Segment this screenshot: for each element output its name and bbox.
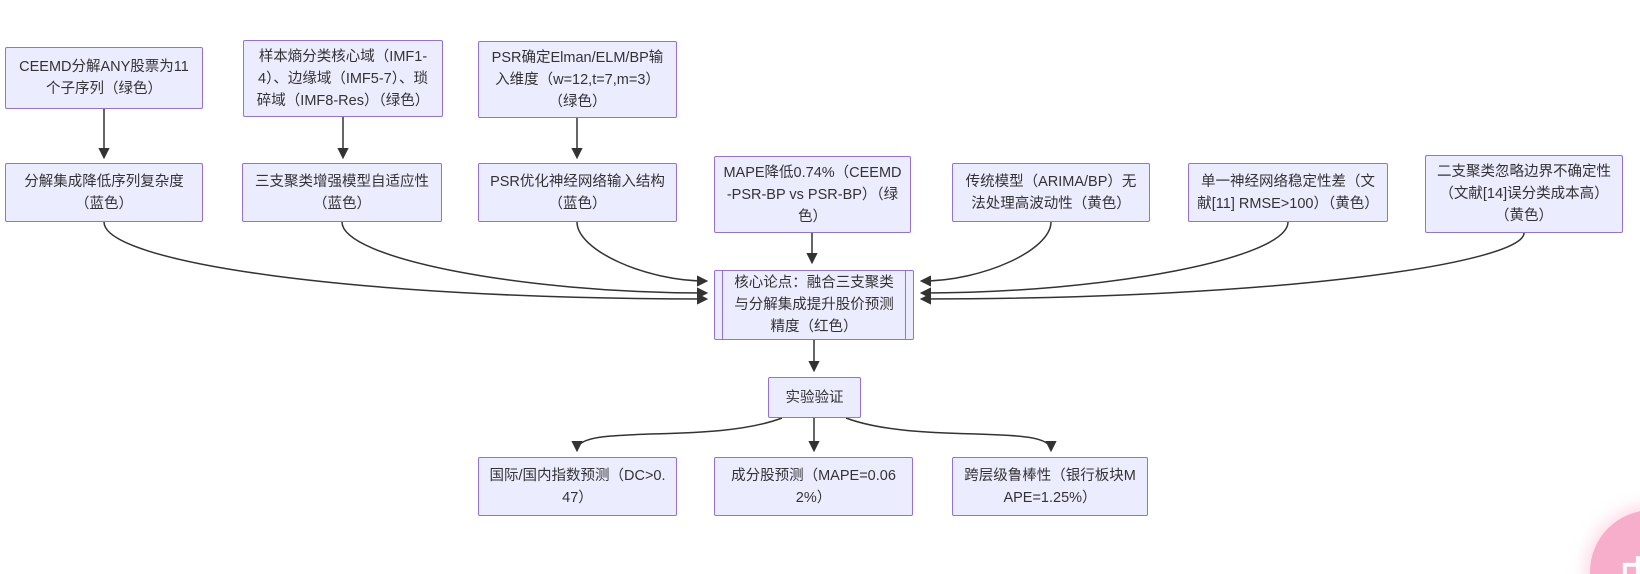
node-label: CEEMD分解ANY股票为11个子序列（绿色） bbox=[19, 59, 189, 97]
translate-badge-label: 中A bbox=[1620, 546, 1640, 574]
node-label: 核心论点：融合三支聚类与分解集成提升股价预测精度（红色） bbox=[734, 275, 894, 335]
subroutine-left-line bbox=[722, 271, 723, 339]
node-label: 成分股预测（MAPE=0.062%） bbox=[731, 467, 896, 506]
node-cross-level-robustness: 跨层级鲁棒性（银行板块MAPE=1.25%） bbox=[952, 457, 1148, 516]
node-sample-entropy: 样本熵分类核心域（IMF1-4）、边缘域（IMF5-7）、琐碎域（IMF8-Re… bbox=[243, 40, 443, 117]
edge-psropt-to-core bbox=[576, 221, 709, 287]
node-label: 分解集成降低序列复杂度（蓝色） bbox=[24, 173, 184, 212]
node-label: PSR优化神经网络输入结构（蓝色） bbox=[490, 173, 665, 212]
node-index-prediction: 国际/国内指数预测（DC>0.47） bbox=[478, 457, 677, 516]
edge-decomp-to-core bbox=[103, 221, 709, 305]
node-ceemd-decompose: CEEMD分解ANY股票为11个子序列（绿色） bbox=[5, 47, 203, 109]
node-label: 传统模型（ARIMA/BP）无法处理高波动性（黄色） bbox=[965, 173, 1137, 212]
node-label: 国际/国内指数预测（DC>0.47） bbox=[489, 467, 666, 506]
node-experiment-validation: 实验验证 bbox=[768, 377, 861, 418]
node-label: PSR确定Elman/ELM/BP输入维度（w=12,t=7,m=3）（绿色） bbox=[491, 49, 664, 110]
subroutine-right-line bbox=[905, 271, 906, 339]
node-label: 样本熵分类核心域（IMF1-4）、边缘域（IMF5-7）、琐碎域（IMF8-Re… bbox=[256, 48, 430, 109]
translate-badge-button[interactable]: 中A bbox=[1590, 510, 1640, 574]
edge-experiment-to-robustness bbox=[845, 417, 1057, 453]
edge-singlenn-to-core bbox=[919, 221, 1289, 299]
node-label: 三支聚类增强模型自适应性（蓝色） bbox=[255, 173, 429, 212]
node-label: 跨层级鲁棒性（银行板块MAPE=1.25%） bbox=[964, 467, 1136, 506]
edge-experiment-to-indexpred bbox=[571, 417, 783, 453]
node-core-thesis: 核心论点：融合三支聚类与分解集成提升股价预测精度（红色） bbox=[714, 270, 914, 340]
node-label: MAPE降低0.74%（CEEMD-PSR-BP vs PSR-BP）（绿色） bbox=[723, 164, 902, 225]
node-label: 二支聚类忽略边界不确定性（文献[14]误分类成本高）（黄色） bbox=[1437, 164, 1611, 224]
node-constituent-prediction: 成分股预测（MAPE=0.062%） bbox=[714, 457, 913, 516]
node-traditional-limitation: 传统模型（ARIMA/BP）无法处理高波动性（黄色） bbox=[952, 163, 1150, 222]
node-decomposition-benefit: 分解集成降低序列复杂度（蓝色） bbox=[5, 163, 203, 222]
node-mape-improvement: MAPE降低0.74%（CEEMD-PSR-BP vs PSR-BP）（绿色） bbox=[714, 156, 911, 233]
edge-twoway-to-core bbox=[919, 232, 1525, 305]
node-threeway-benefit: 三支聚类增强模型自适应性（蓝色） bbox=[242, 163, 442, 222]
node-psr-benefit: PSR优化神经网络输入结构（蓝色） bbox=[478, 163, 677, 222]
node-label: 单一神经网络稳定性差（文献[11] RMSE>100）（黄色） bbox=[1197, 173, 1379, 212]
node-single-nn-limitation: 单一神经网络稳定性差（文献[11] RMSE>100）（黄色） bbox=[1188, 163, 1388, 222]
node-twoway-limitation: 二支聚类忽略边界不确定性（文献[14]误分类成本高）（黄色） bbox=[1425, 155, 1623, 233]
edge-traditional-to-core bbox=[919, 221, 1052, 287]
node-label: 实验验证 bbox=[785, 389, 844, 406]
edge-threeway-to-core bbox=[341, 221, 709, 299]
node-psr-dimension: PSR确定Elman/ELM/BP输入维度（w=12,t=7,m=3）（绿色） bbox=[478, 41, 677, 118]
